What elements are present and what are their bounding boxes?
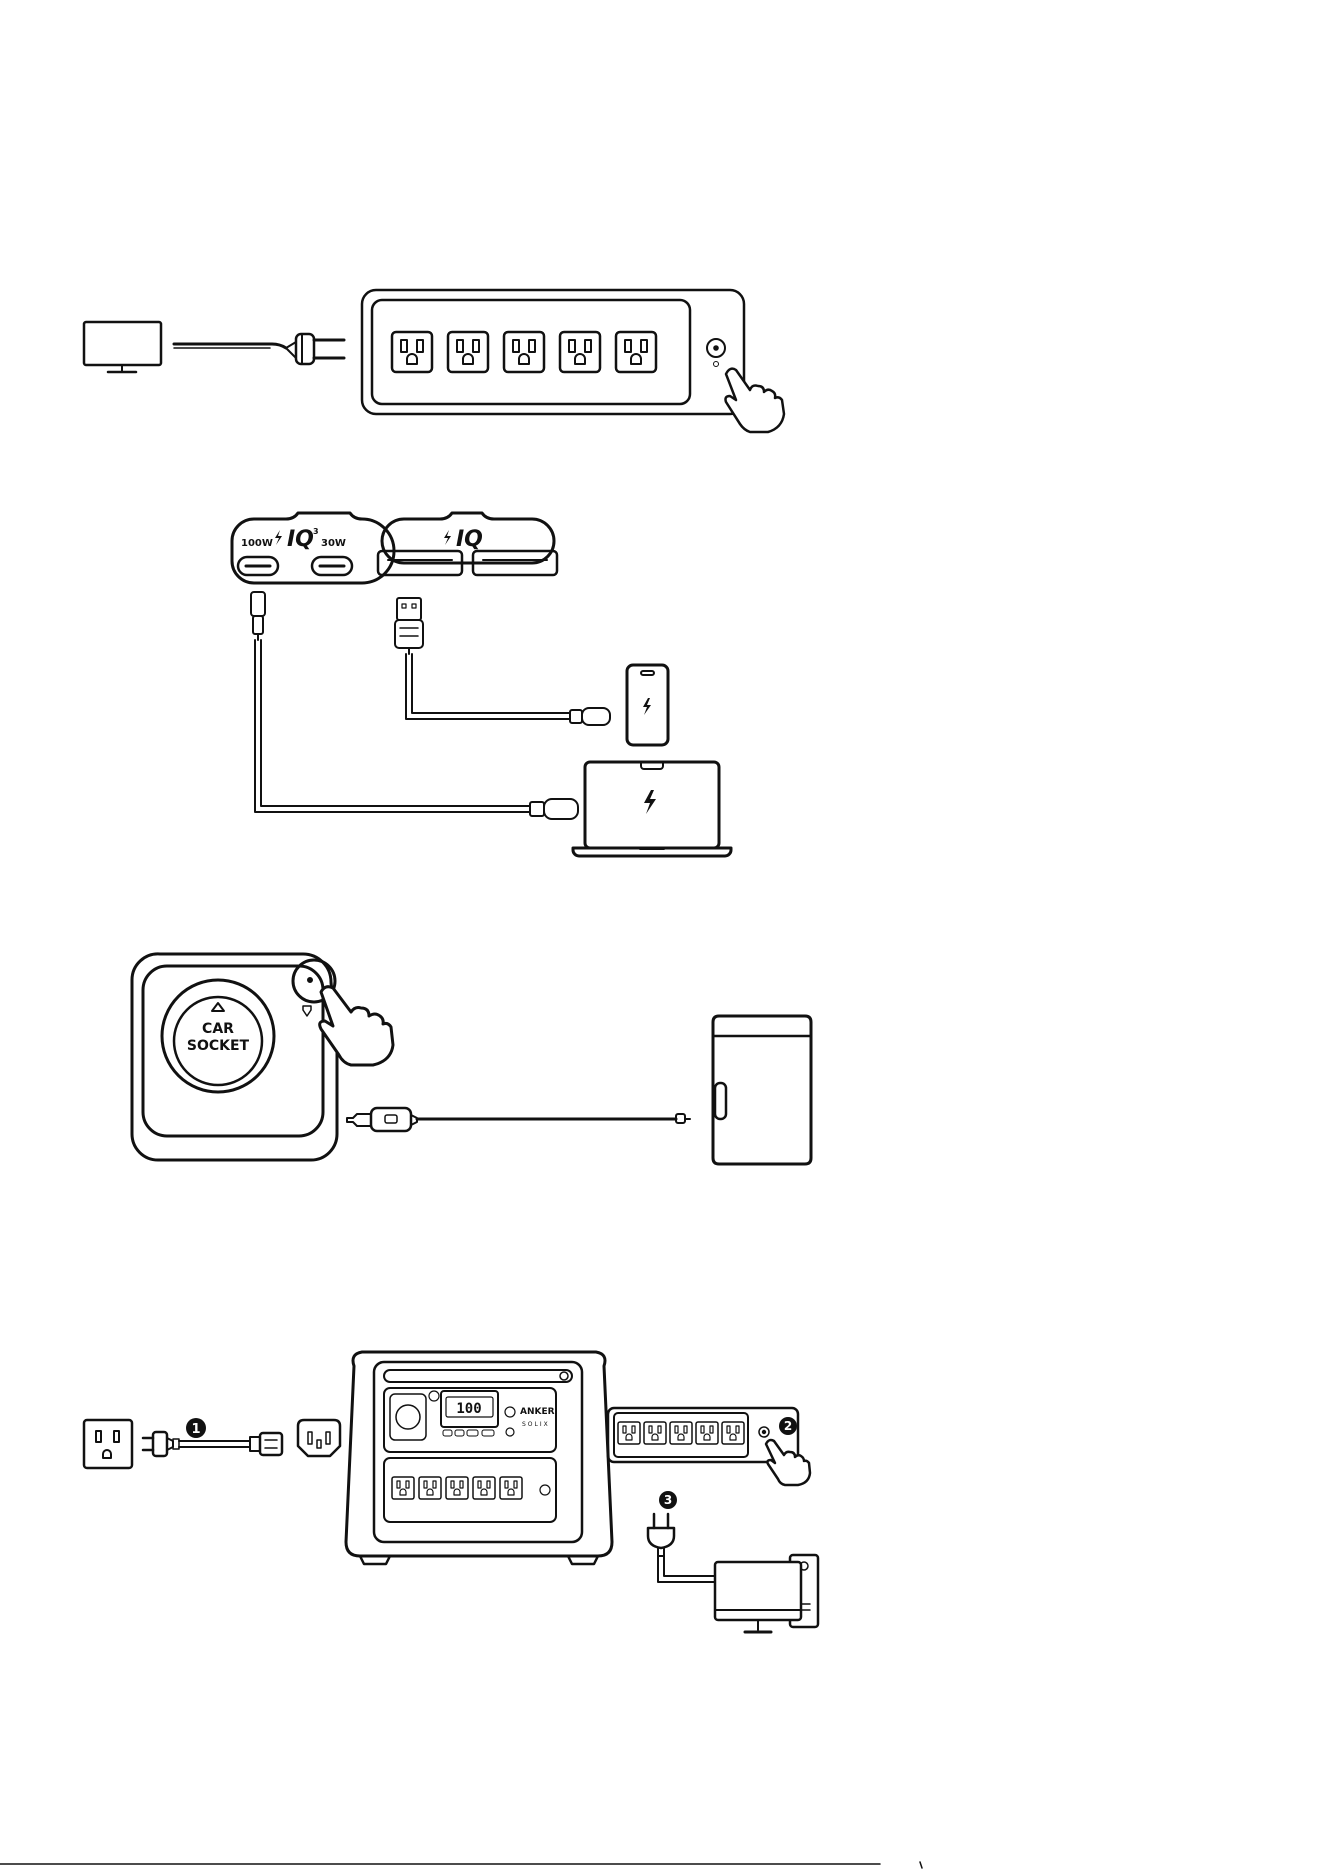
pointing-hand-icon xyxy=(320,987,393,1065)
ac-outlet xyxy=(473,1477,495,1499)
usb-a-panel: IQ xyxy=(378,513,557,575)
iq-label: IQ xyxy=(456,527,483,552)
ac-outlet xyxy=(446,1477,468,1499)
ups-power-button[interactable] xyxy=(759,1427,769,1437)
power-strip xyxy=(362,290,744,414)
ac-outlet xyxy=(500,1477,522,1499)
svg-text:1: 1 xyxy=(191,1422,200,1437)
ac-outlet xyxy=(392,1477,414,1499)
step-1-badge: 1 xyxy=(186,1418,206,1438)
brand-solix: SOLIX xyxy=(522,1421,550,1428)
ac-outlet xyxy=(618,1422,640,1444)
desktop-computer-icon xyxy=(715,1555,818,1632)
usb-c-cable xyxy=(251,592,578,819)
ac-outlet xyxy=(560,332,600,372)
ac-outlet xyxy=(722,1422,744,1444)
power-station: 100 ANKER SOLIX xyxy=(346,1352,612,1564)
usb-c-panel: 100W IQ 3 30W xyxy=(232,513,426,583)
svg-text:2: 2 xyxy=(784,1419,792,1433)
car-socket-panel: CAR SOCKET xyxy=(132,954,337,1160)
computer-plug-icon xyxy=(648,1514,715,1582)
car-charger-plug-icon xyxy=(347,1108,417,1131)
ac-outlet xyxy=(670,1422,692,1444)
usb-c-left-label: 100W xyxy=(241,538,273,549)
usb-c-right-label: 30W xyxy=(321,538,346,549)
iec-inlet-icon xyxy=(298,1420,340,1456)
lcd-display: 100 xyxy=(441,1391,498,1436)
wall-charging-section: 1 100 xyxy=(84,1352,818,1632)
usb-section: 100W IQ 3 30W IQ xyxy=(232,513,731,856)
pointing-hand-icon xyxy=(766,1440,810,1485)
display-value: 100 xyxy=(456,1401,481,1417)
ac-plug-icon xyxy=(286,334,344,364)
step-2-badge: 2 xyxy=(779,1417,797,1435)
lightning-icon xyxy=(444,530,451,545)
monitor-icon xyxy=(84,322,161,372)
brand-anker: ANKER xyxy=(520,1407,555,1417)
car-socket-line1: CAR xyxy=(202,1021,234,1037)
usb-a-cable xyxy=(395,598,610,725)
laptop-icon xyxy=(573,762,731,856)
svg-text:3: 3 xyxy=(664,1493,672,1507)
iq3-label: IQ xyxy=(287,527,314,552)
ac-charging-cable xyxy=(143,1432,282,1456)
ac-outlet xyxy=(616,332,656,372)
car-socket-section: CAR SOCKET xyxy=(132,954,811,1164)
ac-outlet xyxy=(419,1477,441,1499)
iq3-superscript: 3 xyxy=(313,527,319,536)
lightning-icon xyxy=(275,530,282,545)
ac-outlet xyxy=(504,332,544,372)
ac-outlet xyxy=(644,1422,666,1444)
car-socket-line2: SOCKET xyxy=(187,1038,250,1054)
pointing-hand-icon xyxy=(726,369,785,432)
step-3-badge: 3 xyxy=(659,1491,677,1509)
ac-outlet xyxy=(696,1422,718,1444)
ac-outlet xyxy=(392,332,432,372)
wall-outlet-icon xyxy=(84,1420,132,1468)
ac-section xyxy=(84,290,784,432)
phone-icon xyxy=(627,665,668,745)
fridge-icon xyxy=(713,1016,811,1164)
ac-power-button[interactable] xyxy=(707,339,725,367)
ac-outlet xyxy=(448,332,488,372)
